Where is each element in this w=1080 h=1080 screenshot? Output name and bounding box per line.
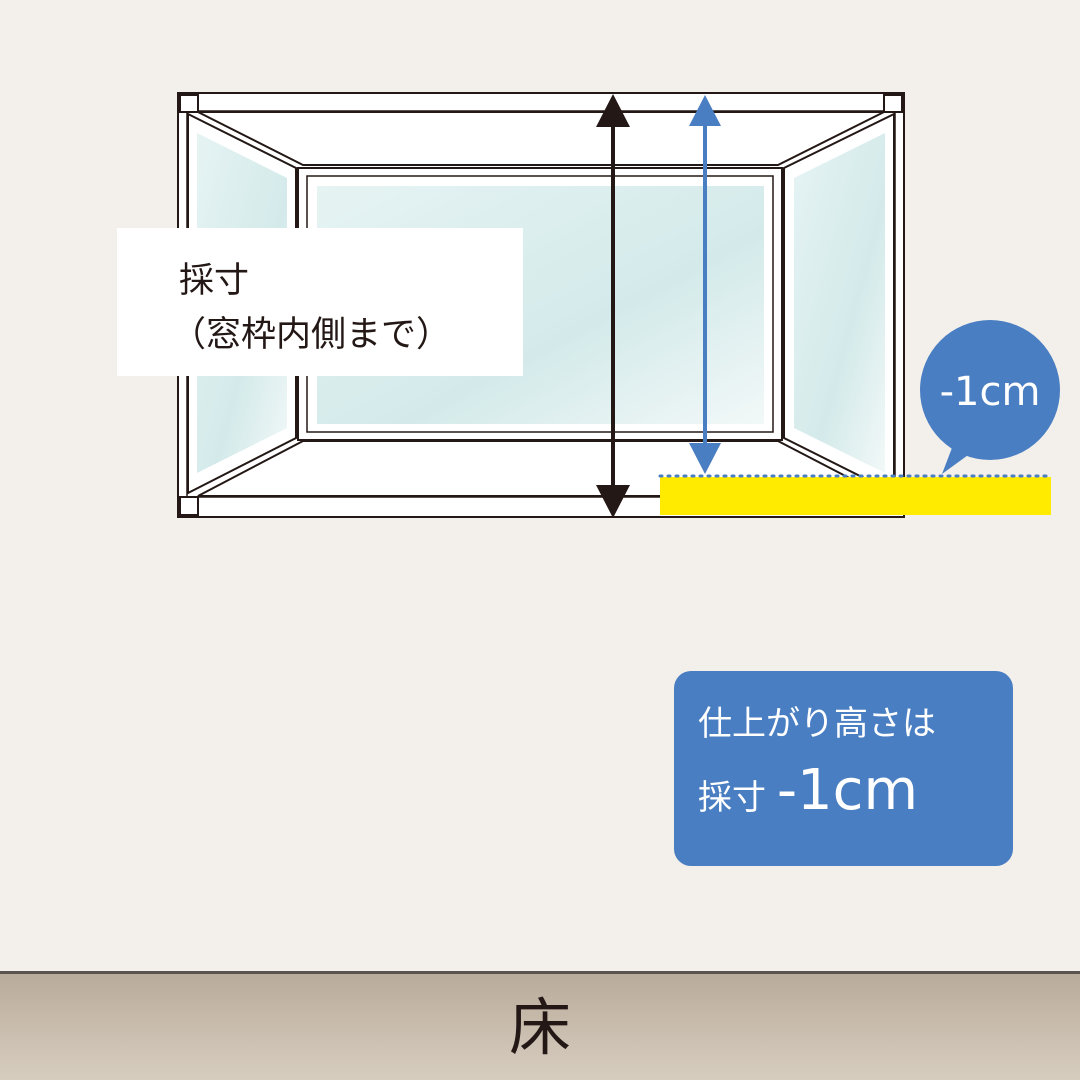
measure-arrow (596, 94, 630, 518)
measure-arrow-bottom-head (596, 485, 630, 518)
floor: 床 (0, 971, 1080, 1080)
right-glass (794, 133, 885, 473)
finished-height-box: 仕上がり高さは 採寸 -1cm (674, 671, 1013, 866)
frame-corner (179, 94, 199, 113)
finished-height-prefix: 採寸 (698, 778, 766, 818)
deduction-callout-text: -1cm (939, 369, 1041, 415)
measurement-label-note: （窓枠内側まで） (171, 315, 452, 355)
measure-arrow-top-head (596, 94, 630, 127)
finished-height-formula: 採寸 -1cm (698, 751, 1013, 838)
finished-height-arrow (689, 95, 721, 474)
floor-label: 床 (508, 991, 571, 1064)
frame-corner (883, 94, 903, 113)
finished-arrow-bottom-head (689, 443, 721, 474)
finished-height-title: 仕上がり高さは (698, 704, 936, 744)
finished-arrow-top-head (689, 95, 721, 126)
window-top-panel (197, 111, 885, 166)
deduction-callout-bubble (920, 320, 1060, 474)
measurement-label-title: 採寸 (179, 261, 250, 301)
window-glass (197, 133, 885, 473)
deduction-highlight (660, 477, 1051, 515)
measurement-label: 採寸 （窓枠内側まで） (117, 228, 523, 376)
finished-height-value: -1cm (776, 758, 918, 823)
frame-corner (179, 496, 199, 516)
